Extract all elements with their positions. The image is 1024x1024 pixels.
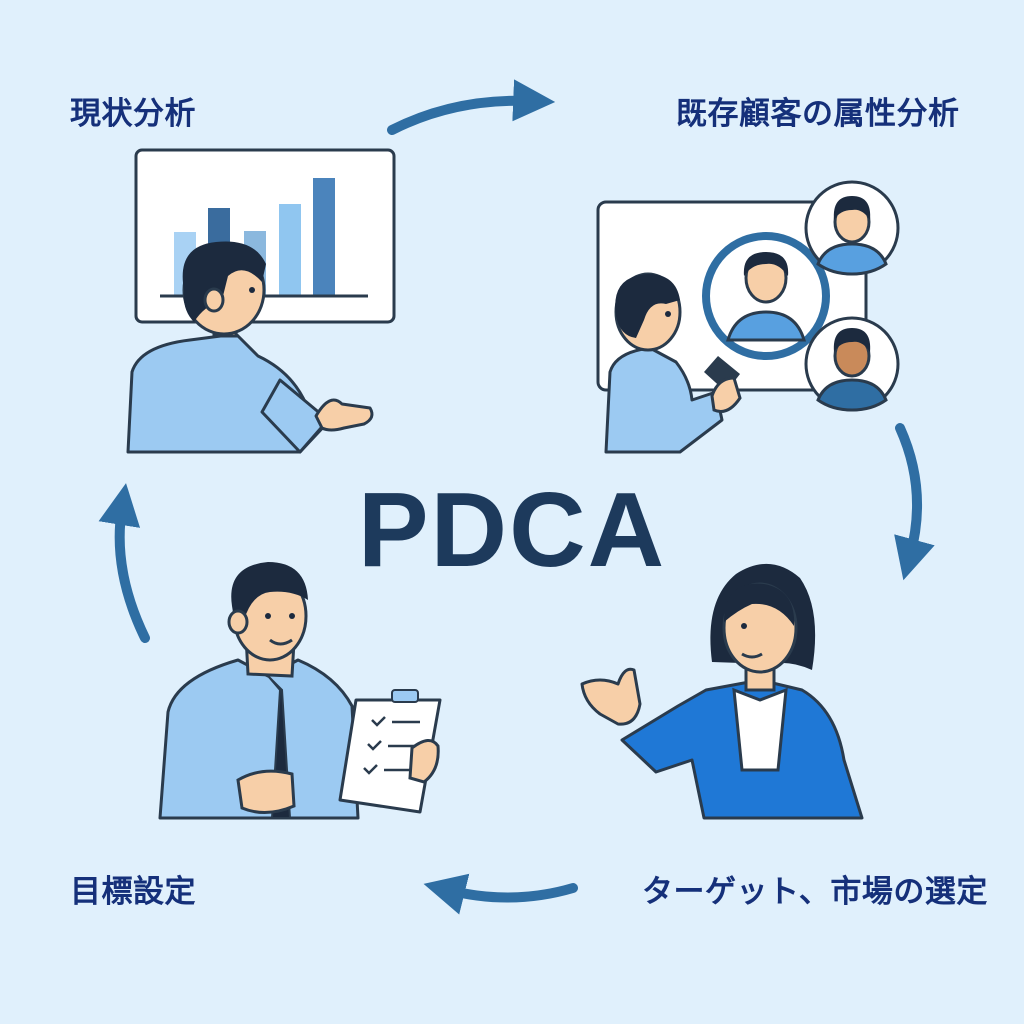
bar-4 bbox=[279, 204, 301, 296]
clipboard-icon bbox=[338, 689, 442, 814]
target-selection-illustration bbox=[580, 563, 864, 820]
arrow-left bbox=[98, 483, 150, 643]
cycle-title: PDCA bbox=[357, 471, 667, 589]
step-label-current-analysis: 現状分析 bbox=[70, 96, 196, 132]
bar-5 bbox=[313, 178, 335, 296]
arrow-top bbox=[387, 79, 556, 135]
customer-analysis-illustration bbox=[596, 180, 900, 454]
step-label-goal-setting: 目標設定 bbox=[70, 874, 196, 910]
presenter-illustration bbox=[126, 148, 396, 454]
step-label-customer-analysis: 既存顧客の属性分析 bbox=[676, 96, 960, 132]
arrow-bottom bbox=[423, 873, 578, 915]
goal-setting-illustration bbox=[158, 562, 442, 820]
step-label-target-selection: ターゲット、市場の選定 bbox=[642, 874, 988, 910]
arrow-right bbox=[894, 423, 935, 581]
